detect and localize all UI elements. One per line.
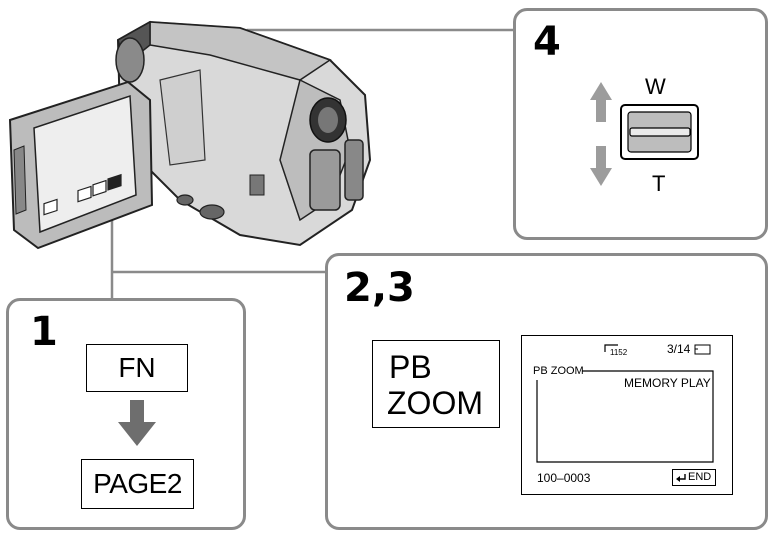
page2-button-label: PAGE2: [81, 459, 194, 509]
end-button[interactable]: END: [672, 469, 716, 486]
counter-sub-label: 1152: [610, 348, 628, 357]
lcd-screen-mockup: [521, 335, 733, 495]
lcd-button-3: [92, 179, 107, 197]
zoom-up-arrow-icon: [590, 82, 612, 122]
zoom-wide-label: W: [645, 74, 666, 99]
lcd-button-2: [77, 185, 92, 203]
step-1-number: 1: [30, 309, 58, 355]
down-arrow-icon: [118, 400, 156, 446]
step-2-3-number: 2,3: [344, 265, 415, 311]
return-arrow-icon: [676, 474, 686, 482]
pb-zoom-mode-label: PB ZOOM: [533, 365, 584, 377]
zoom-tele-label: T: [652, 171, 666, 196]
fn-button-label: FN: [86, 344, 188, 392]
file-number: 100–0003: [537, 471, 591, 485]
memory-play-label: MEMORY PLAY: [624, 376, 711, 390]
lcd-button-fn: [107, 173, 122, 191]
lcd-panel-illustration: [8, 80, 154, 250]
end-label: END: [688, 471, 712, 483]
step-4-number: 4: [533, 19, 561, 65]
lcd-button-1: [43, 198, 58, 216]
zoom-down-arrow-icon: [590, 146, 612, 186]
pb-zoom-line2: ZOOM: [387, 385, 483, 421]
pb-zoom-menu-label: PB ZOOM: [372, 340, 500, 428]
camcorder-body: [115, 20, 372, 247]
image-counter: 3/14: [667, 342, 691, 356]
pb-zoom-line1: PB: [389, 349, 432, 385]
